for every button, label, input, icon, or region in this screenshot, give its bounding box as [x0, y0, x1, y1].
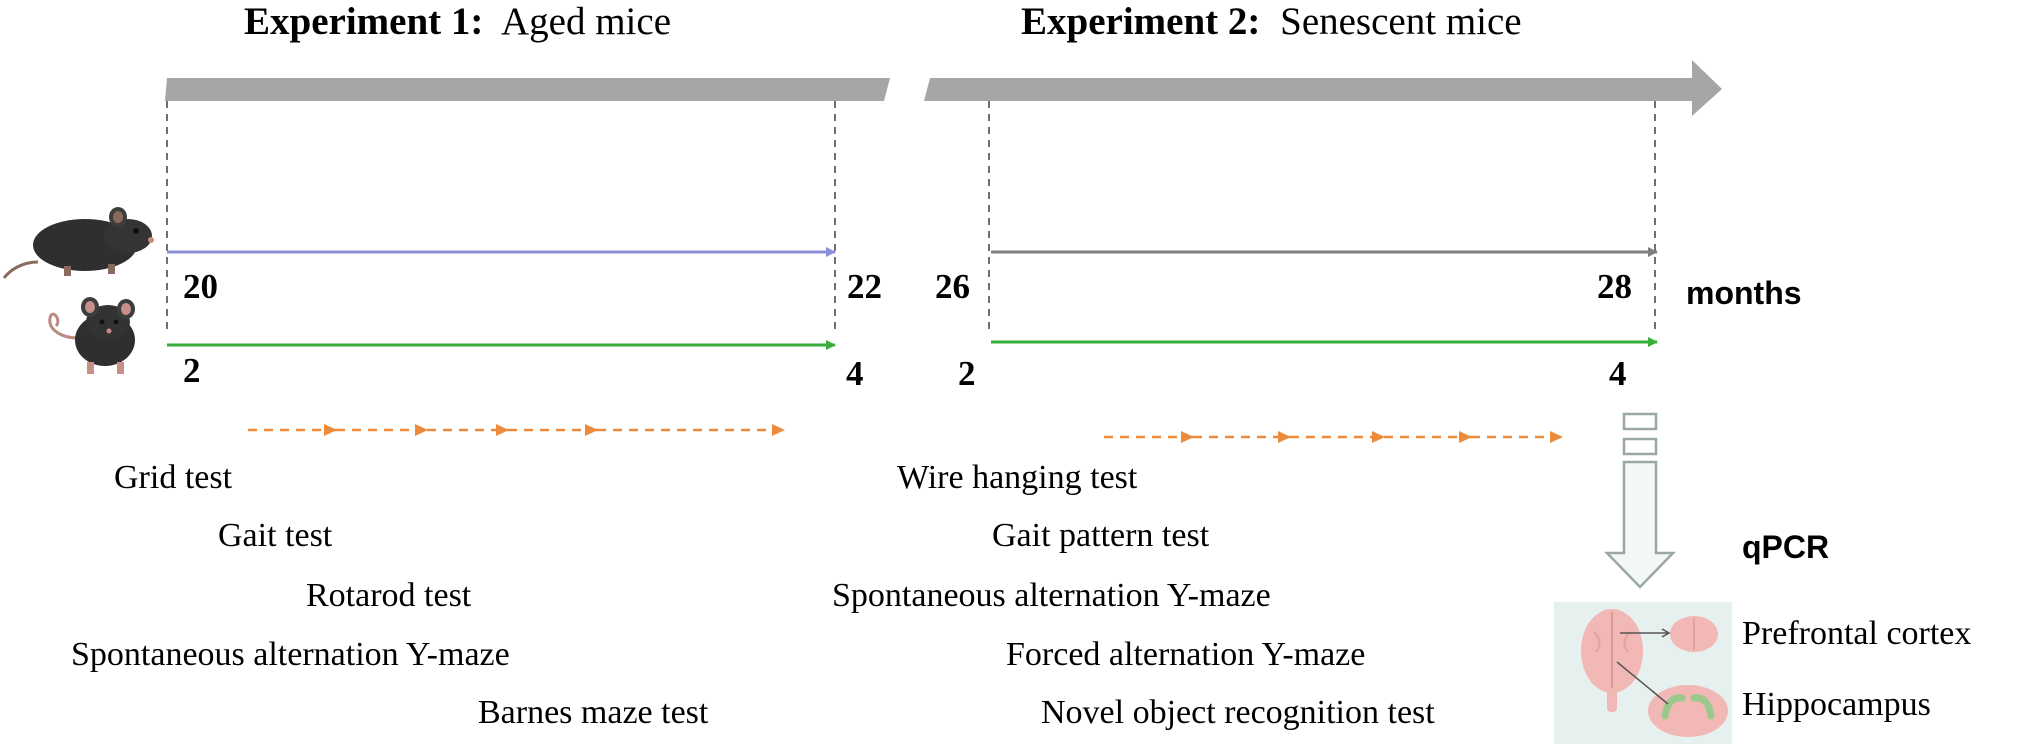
brain-section-icon [1670, 616, 1718, 652]
experiment-1-bold-label: Experiment 1: [244, 0, 483, 43]
test-item-exp2: Novel object recognition test [1041, 694, 1435, 731]
region-pointers [1616, 628, 1671, 705]
age-label-20: 20 [183, 267, 218, 306]
timeline-guides [166, 101, 1656, 330]
age-label-28: 28 [1597, 267, 1632, 306]
test-item-exp1: Grid test [114, 459, 233, 496]
timeline-bar-experiment-1 [165, 78, 890, 101]
timeline-arrow-experiment-2 [924, 60, 1722, 116]
experiment-2-title: Experiment 2: Senescent mice [1021, 0, 1522, 43]
brain-section-icon [1648, 685, 1728, 737]
experiment-1-subtitle: Aged mice [501, 0, 671, 43]
test-item-exp1: Gait test [218, 517, 333, 554]
test-item-exp2: Gait pattern test [992, 517, 1210, 554]
test-item-exp1: Spontaneous alternation Y-maze [71, 636, 510, 673]
region-label-hippocampus: Hippocampus [1742, 686, 1931, 723]
test-item-exp1: Barnes maze test [478, 694, 709, 731]
region-label-prefrontal-cortex: Prefrontal cortex [1742, 615, 1971, 652]
down-arrow-icon [1604, 412, 1676, 589]
test-item-exp2: Spontaneous alternation Y-maze [832, 577, 1271, 614]
mouse-icon [2, 207, 154, 279]
mouse-icon [48, 297, 135, 374]
age-label-22: 22 [847, 267, 882, 306]
test-item-exp2: Forced alternation Y-maze [1006, 636, 1365, 673]
age-label-2-exp2: 2 [958, 354, 976, 393]
age-label-4-exp1: 4 [846, 354, 864, 393]
test-item-exp1: Rotarod test [306, 577, 472, 614]
experiment-2-bold-label: Experiment 2: [1021, 0, 1260, 43]
experiment-2-subtitle: Senescent mice [1280, 0, 1521, 43]
experiment-1-title: Experiment 1: Aged mice [244, 0, 671, 43]
test-item-exp2: Wire hanging test [897, 459, 1138, 496]
qpcr-label: qPCR [1742, 529, 1829, 565]
age-label-26: 26 [935, 267, 970, 306]
age-label-4-exp2: 4 [1609, 354, 1627, 393]
age-label-2-exp1: 2 [183, 351, 201, 390]
age-unit-label: months [1686, 275, 1802, 311]
